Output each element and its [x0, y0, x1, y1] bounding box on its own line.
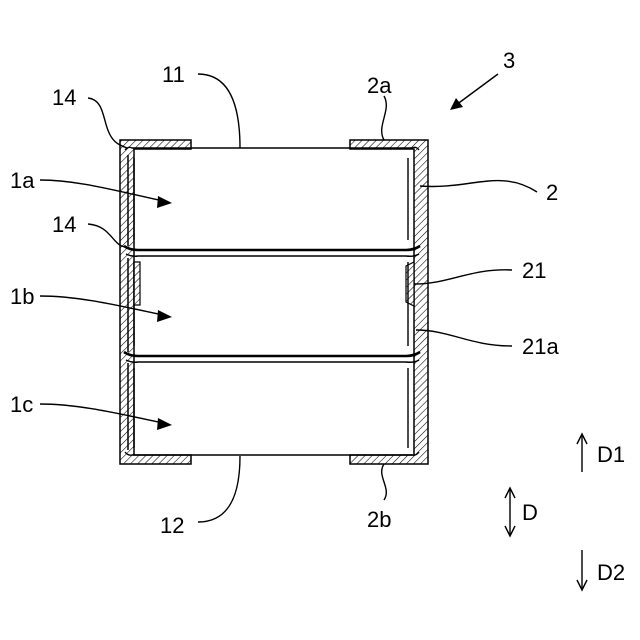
label-14-top: 14 [52, 85, 76, 110]
leader-2 [420, 181, 537, 192]
label-2a: 2a [367, 73, 392, 98]
label-d1: D1 [597, 442, 625, 467]
frame-right-wall [350, 140, 428, 464]
leader-1c-arrowhead [157, 418, 172, 430]
label-21a: 21a [522, 334, 559, 359]
leader-12 [198, 456, 240, 522]
separator-ab [124, 246, 420, 250]
leader-21a [416, 330, 512, 346]
label-2: 2 [546, 180, 558, 205]
leader-1b [40, 296, 168, 316]
label-d: D [522, 500, 538, 525]
label-3: 3 [503, 48, 515, 73]
label-1a: 1a [10, 168, 35, 193]
label-d2: D2 [597, 560, 625, 585]
separator-bc-lower [126, 360, 419, 362]
frame-right-part [350, 140, 428, 464]
leader-11 [198, 74, 240, 148]
leader-3-arrowhead [450, 98, 463, 110]
label-1b: 1b [10, 284, 34, 309]
direction-indicators [505, 434, 587, 590]
label-14-mid: 14 [52, 212, 76, 237]
label-2b: 2b [367, 507, 391, 532]
reference-labels: 3 14 11 2a 1a 2 14 21 1b 21a 1c 12 2b D1… [10, 48, 625, 585]
separator-ab-lower [126, 254, 419, 256]
label-12: 12 [160, 513, 184, 538]
label-11: 11 [162, 62, 185, 87]
frame-projection-21 [406, 262, 414, 306]
cell-c-bottom [125, 452, 419, 455]
cell-stack [124, 147, 420, 455]
leader-2a [382, 96, 387, 140]
separator-bc [124, 352, 420, 356]
frame-left-inner-rib [134, 262, 140, 305]
leader-1c [40, 404, 168, 424]
leader-2b [382, 464, 387, 500]
label-1c: 1c [10, 392, 33, 417]
label-21: 21 [522, 258, 546, 283]
leader-1a-arrowhead [157, 196, 172, 208]
leader-1a [40, 180, 168, 202]
leader-1b-arrowhead [157, 310, 172, 322]
